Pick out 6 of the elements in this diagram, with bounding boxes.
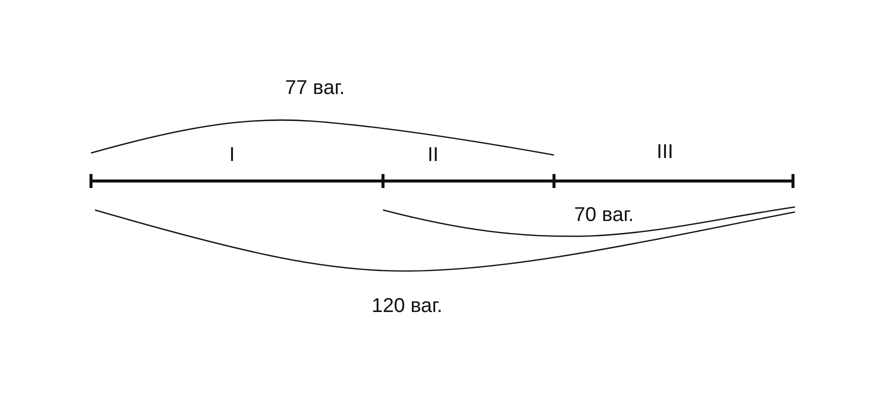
quantity-label: 120 ваг. <box>372 296 442 316</box>
quantity-label: 70 ваг. <box>574 205 634 225</box>
segment-label: III <box>656 142 674 162</box>
quantity-label: 77 ваг. <box>285 78 345 98</box>
segment-label: II <box>427 145 439 165</box>
segment-label: I <box>229 145 235 165</box>
